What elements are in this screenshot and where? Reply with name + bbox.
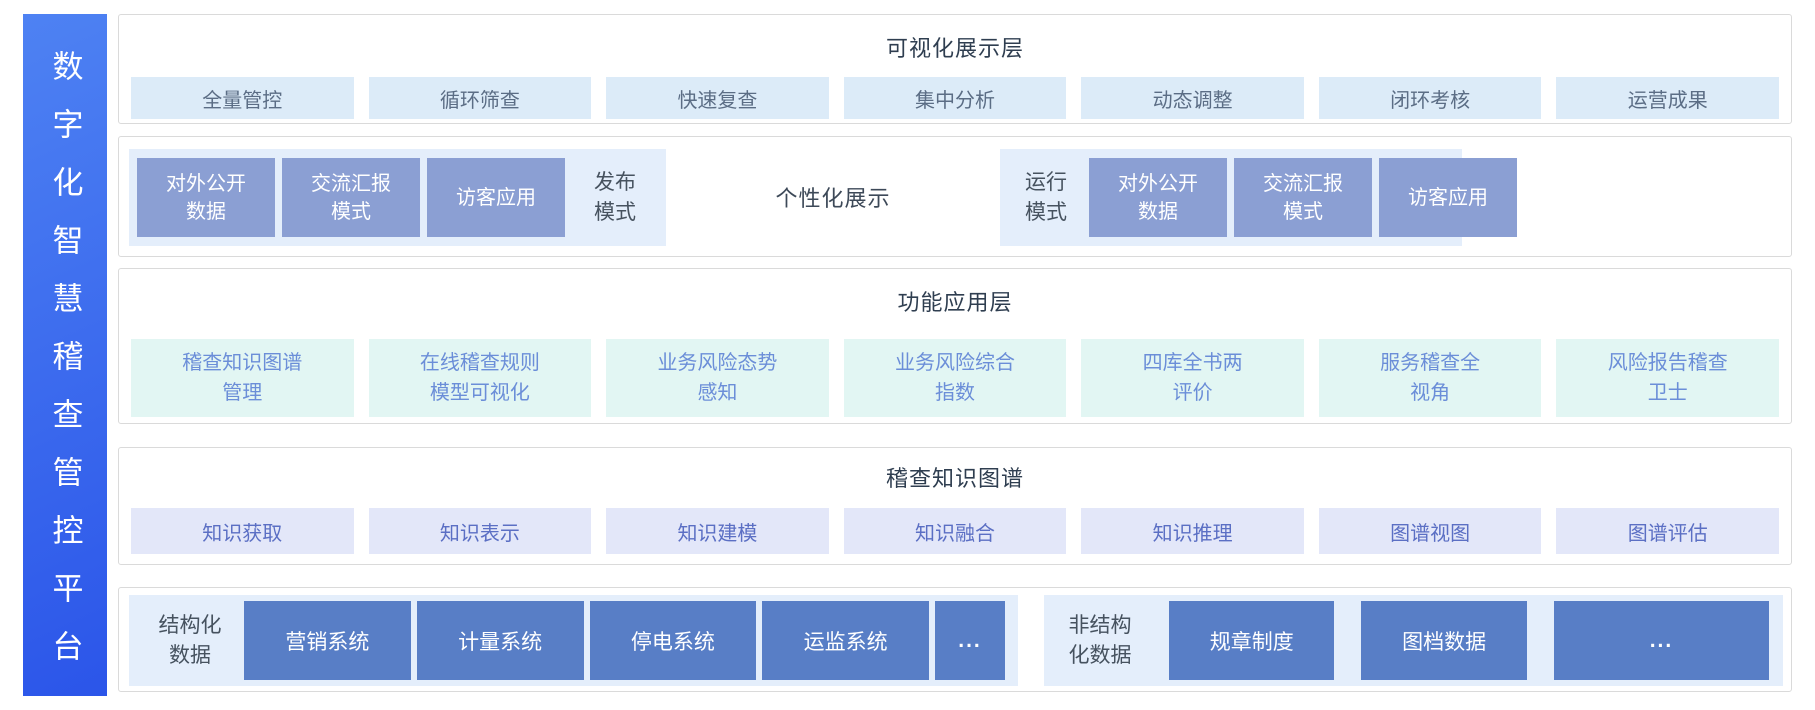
platform-title: 数字化智慧稽查管控平台 <box>47 49 83 688</box>
structured-more-box: ... <box>935 601 1005 680</box>
knowledge-item: 知识表示 <box>368 508 592 554</box>
cell-line: 管理 <box>222 382 263 404</box>
box-line: 对外公开 <box>1118 172 1198 195</box>
unstructured-system-box: 规章制度 <box>1169 601 1335 680</box>
knowledge-item: 知识建模 <box>606 508 829 554</box>
box-line: 访客应用 <box>456 186 536 209</box>
layer-function-title: 功能应用层 <box>897 290 1013 315</box>
label-line: 非结构 <box>1068 613 1132 637</box>
unstructured-data-group: 非结构 化数据 规章制度 图档数据 ... <box>1044 595 1783 686</box>
box-line: 交流汇报 <box>1263 172 1343 195</box>
label-line: 模式 <box>594 200 636 224</box>
layer-knowledge-graph-title: 稽查知识图谱 <box>885 466 1024 491</box>
visualization-item: 全量管控 <box>131 77 354 119</box>
structured-data-label: 结构化 数据 <box>142 611 238 671</box>
run-mode-group: 运行 模式 对外公开 数据 交流汇报 模式 访客应用 <box>1000 149 1528 246</box>
function-item: 四库全书两 评价 <box>1081 339 1304 417</box>
cell-line: 业务风险态势 <box>657 352 778 374</box>
visualization-item: 集中分析 <box>843 77 1067 119</box>
publish-mode-box: 访客应用 <box>427 158 565 237</box>
publish-mode-label: 发布 模式 <box>572 168 658 228</box>
cell-line: 风险报告稽查 <box>1607 352 1728 374</box>
structured-system-box: 计量系统 <box>416 601 584 680</box>
function-item: 服务稽查全 视角 <box>1318 339 1542 417</box>
structured-system-box: 停电系统 <box>589 601 757 680</box>
run-mode-label: 运行 模式 <box>1010 168 1082 228</box>
cell-line: 感知 <box>697 382 738 404</box>
layer-display-modes: 对外公开 数据 交流汇报 模式 访客应用 发布 模式 个性化展示 运行 模式 <box>118 136 1792 257</box>
box-line: 模式 <box>1283 200 1323 223</box>
box-line: 访客应用 <box>1408 186 1488 209</box>
label-line: 模式 <box>1025 200 1067 224</box>
cell-line: 稽查知识图谱 <box>182 352 303 374</box>
publish-mode-box: 对外公开 数据 <box>137 158 275 237</box>
box-line: 数据 <box>186 200 226 223</box>
layer-visualization-title: 可视化展示层 <box>885 36 1024 61</box>
box-line: 数据 <box>1138 200 1178 223</box>
layer-function: 功能应用层 稽查知识图谱 管理 在线稽查规则 模型可视化 业务风险态势 感知 业… <box>118 268 1792 424</box>
box-line: 模式 <box>331 200 371 223</box>
label-line: 发布 <box>594 170 636 194</box>
function-item: 业务风险综合 指数 <box>843 339 1067 417</box>
structured-data-group: 结构化 数据 营销系统 计量系统 停电系统 运监系统 ... <box>129 595 1018 686</box>
box-line: 对外公开 <box>166 172 246 195</box>
label-line: 化数据 <box>1068 643 1132 667</box>
cell-line: 服务稽查全 <box>1380 352 1481 374</box>
cell-line: 视角 <box>1410 382 1451 404</box>
visualization-item: 快速复查 <box>606 77 829 119</box>
cell-line: 模型可视化 <box>429 382 530 404</box>
visualization-items: 全量管控 循环筛查 快速复查 集中分析 动态调整 闭环考核 运营成果 <box>119 77 1791 119</box>
function-item: 业务风险态势 感知 <box>606 339 829 417</box>
visualization-item: 运营成果 <box>1556 77 1780 119</box>
publish-mode-box: 交流汇报 模式 <box>282 158 420 237</box>
knowledge-item: 知识获取 <box>131 508 354 554</box>
visualization-item: 闭环考核 <box>1318 77 1542 119</box>
cell-line: 四库全书两 <box>1142 352 1243 374</box>
function-item: 稽查知识图谱 管理 <box>131 339 354 417</box>
personalized-display-label: 个性化展示 <box>775 185 891 211</box>
cell-line: 评价 <box>1172 382 1213 404</box>
box-line: 交流汇报 <box>311 172 391 195</box>
knowledge-item: 图谱评估 <box>1556 508 1780 554</box>
function-items: 稽查知识图谱 管理 在线稽查规则 模型可视化 业务风险态势 感知 业务风险综合 … <box>119 339 1791 417</box>
function-item: 风险报告稽查 卫士 <box>1556 339 1780 417</box>
publish-mode-group: 对外公开 数据 交流汇报 模式 访客应用 发布 模式 <box>129 149 666 246</box>
layer-visualization: 可视化展示层 全量管控 循环筛查 快速复查 集中分析 动态调整 闭环考核 运营成… <box>118 14 1792 124</box>
label-line: 数据 <box>169 643 211 667</box>
layer-knowledge-graph: 稽查知识图谱 知识获取 知识表示 知识建模 知识融合 知识推理 图谱视图 图谱评… <box>118 447 1792 565</box>
structured-system-box: 营销系统 <box>244 601 411 680</box>
visualization-item: 循环筛查 <box>368 77 592 119</box>
knowledge-item: 知识推理 <box>1081 508 1304 554</box>
cell-line: 指数 <box>935 382 976 404</box>
knowledge-item: 知识融合 <box>843 508 1067 554</box>
cell-line: 在线稽查规则 <box>419 352 540 374</box>
cell-line: 业务风险综合 <box>895 352 1016 374</box>
knowledge-item: 图谱视图 <box>1318 508 1542 554</box>
function-item: 在线稽查规则 模型可视化 <box>368 339 592 417</box>
run-mode-box: 交流汇报 模式 <box>1234 158 1372 237</box>
structured-system-box: 运监系统 <box>762 601 929 680</box>
cell-line: 卫士 <box>1647 382 1688 404</box>
label-line: 运行 <box>1025 170 1067 194</box>
unstructured-system-box: 图档数据 <box>1361 601 1527 680</box>
label-line: 结构化 <box>158 613 222 637</box>
unstructured-more-box: ... <box>1553 601 1769 680</box>
unstructured-data-label: 非结构 化数据 <box>1058 611 1142 671</box>
knowledge-items: 知识获取 知识表示 知识建模 知识融合 知识推理 图谱视图 图谱评估 <box>119 508 1791 554</box>
layer-data-sources: 结构化 数据 营销系统 计量系统 停电系统 运监系统 ... 非结构 化数据 规… <box>118 587 1792 692</box>
run-mode-box: 访客应用 <box>1379 158 1517 237</box>
visualization-item: 动态调整 <box>1081 77 1304 119</box>
platform-title-bar: 数字化智慧稽查管控平台 <box>23 14 107 696</box>
run-mode-box: 对外公开 数据 <box>1089 158 1227 237</box>
